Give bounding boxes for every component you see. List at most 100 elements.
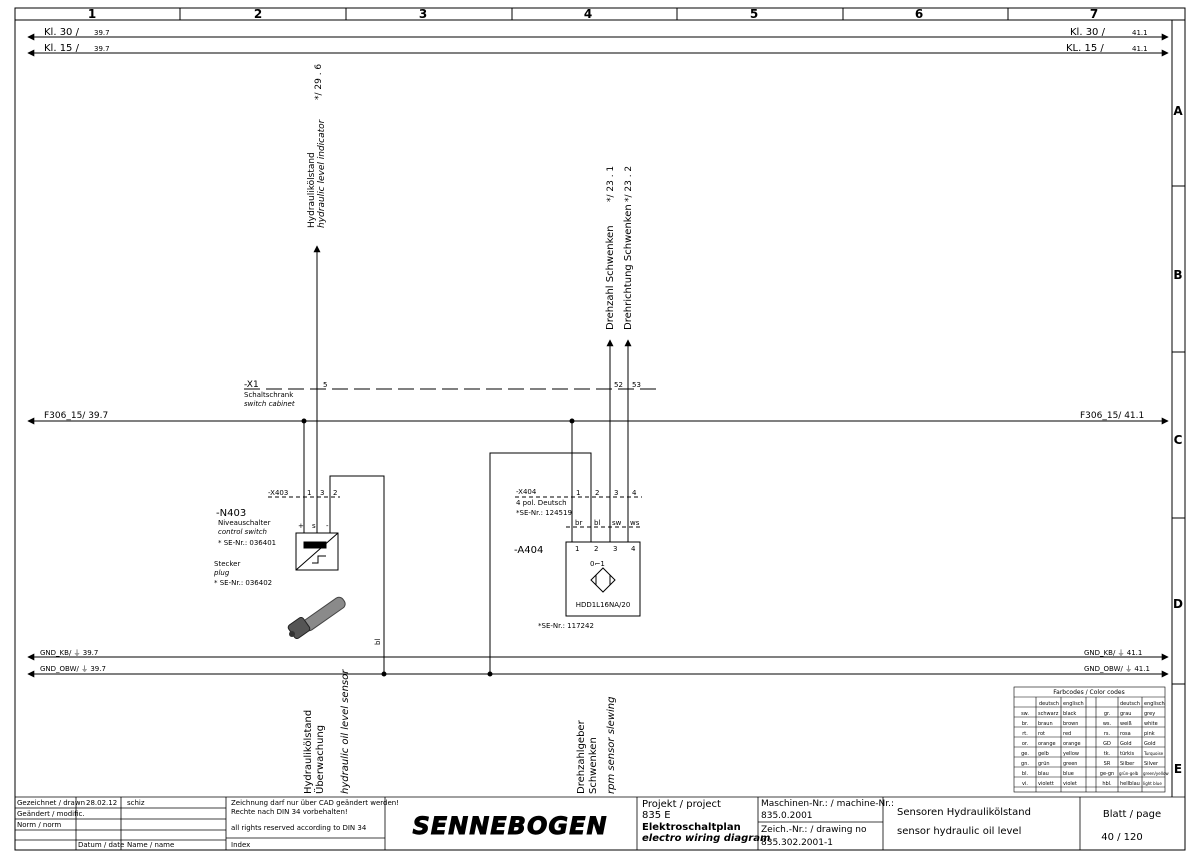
svg-text:Kl. 30 /: Kl. 30 / xyxy=(1070,27,1106,38)
svg-text:ge.: ge. xyxy=(1021,751,1029,757)
tb-project-label: Projekt / project xyxy=(642,799,721,810)
tb-drawn-label: Gezeichnet / drawn xyxy=(17,799,85,807)
svg-text:SR: SR xyxy=(1104,761,1111,767)
svg-text:GND_KB/ ⏚ 39.7: GND_KB/ ⏚ 39.7 xyxy=(40,649,98,657)
n403-wire-color: bl xyxy=(374,639,382,645)
tb-project-value: 835 E xyxy=(642,810,671,821)
svg-text:deutsch: deutsch xyxy=(1120,701,1140,707)
bottom-rpm-l3: rpm sensor slewing xyxy=(606,697,617,794)
svg-text:brown: brown xyxy=(1063,721,1078,727)
svg-text:F306_15/ 39.7: F306_15/ 39.7 xyxy=(44,411,108,421)
a404-x404-desc: 4 pol. Deutsch xyxy=(516,499,567,507)
a404-pin-bot-1: 1 xyxy=(575,545,579,553)
tb-modif-label: Geändert / modific. xyxy=(17,810,85,818)
svg-text:Silber: Silber xyxy=(1120,761,1135,767)
svg-text:switch cabinet: switch cabinet xyxy=(244,400,295,408)
svg-text:KL. 15 /: KL. 15 / xyxy=(1066,43,1104,54)
svg-text:green: green xyxy=(1063,761,1077,767)
svg-text:pink: pink xyxy=(1144,731,1155,737)
n403-pin2: 2 xyxy=(333,489,337,497)
signal-hyd-de: Hydraulikölstand xyxy=(307,152,317,228)
a404-wire-3: sw xyxy=(612,519,622,527)
tb-drawn-name: schiz xyxy=(127,799,145,807)
tb-drawing-label: Zeich.-Nr.: / drawing no xyxy=(761,825,867,835)
svg-text:br.: br. xyxy=(1022,721,1029,727)
color-codes-table xyxy=(1013,686,1166,793)
signal-hyd-ref: */ 29 . 6 xyxy=(314,64,324,100)
a404-wire-4: ws xyxy=(630,519,640,527)
svg-text:rosa: rosa xyxy=(1120,731,1131,737)
svg-text:blau: blau xyxy=(1038,771,1049,777)
svg-text:schwarz: schwarz xyxy=(1038,711,1059,717)
svg-text:sw.: sw. xyxy=(1021,711,1029,717)
n403-pin1: 1 xyxy=(307,489,311,497)
signal-lines xyxy=(313,245,632,497)
n403-pin3: 3 xyxy=(320,489,324,497)
column-label-1: 1 xyxy=(88,7,96,21)
a404-pin-bot-2: 2 xyxy=(594,545,598,553)
plug-picture xyxy=(287,596,346,640)
svg-text:tk.: tk. xyxy=(1104,751,1111,757)
svg-text:Kl. 15 /: Kl. 15 / xyxy=(44,43,80,54)
a404-pin-bot-3: 3 xyxy=(613,545,617,553)
column-label-2: 2 xyxy=(254,7,262,21)
level-switch-symbol xyxy=(295,532,339,571)
svg-text:white: white xyxy=(1144,721,1158,727)
column-label-3: 3 xyxy=(419,7,427,21)
signal-dir-de: Drehrichtung Schwenken xyxy=(623,204,634,330)
svg-text:-X1: -X1 xyxy=(244,380,259,390)
svg-text:violet: violet xyxy=(1063,781,1077,787)
svg-text:rt.: rt. xyxy=(1022,731,1028,737)
sheet-frame xyxy=(14,7,1186,851)
tb-plan-en: electro wiring diagram xyxy=(642,833,770,844)
tb-index-label: Index xyxy=(231,841,250,849)
a404-wire-2: bl xyxy=(594,519,600,527)
a404-tag: -A404 xyxy=(514,545,543,556)
svg-text:Kl. 30 /: Kl. 30 / xyxy=(44,27,80,38)
row-label-d: D xyxy=(1173,597,1183,611)
tb-drawn-date: 28.02.12 xyxy=(86,799,117,807)
svg-text:Silver: Silver xyxy=(1144,761,1159,767)
n403-plus: + xyxy=(298,522,304,530)
tb-note2: Rechte nach DIN 34 vorbehalten! xyxy=(231,808,348,816)
svg-text:GD: GD xyxy=(1103,741,1111,747)
column-label-5: 5 xyxy=(750,7,758,21)
svg-text:hbl.: hbl. xyxy=(1102,781,1112,787)
row-label-c: C xyxy=(1174,433,1183,447)
svg-text:ge-gn: ge-gn xyxy=(1100,771,1114,777)
title-block xyxy=(15,796,1185,850)
rail-gnd-kb: GND_KB/ ⏚ 39.7 GND_KB/ ⏚ 41.1 xyxy=(27,649,1169,661)
n403-tag: -N403 xyxy=(216,508,246,519)
signal-dir-ref: */ 23 . 2 xyxy=(624,166,634,202)
signal-hyd-en: hydraulic level indicator xyxy=(317,118,327,228)
n403-minus: - xyxy=(326,522,329,530)
svg-text:gr.: gr. xyxy=(1104,711,1111,717)
svg-text:rot: rot xyxy=(1038,731,1045,737)
svg-text:GND_KB/ ⏚ 41.1: GND_KB/ ⏚ 41.1 xyxy=(1084,649,1142,657)
tb-name-label: Name / name xyxy=(127,841,174,849)
n403-desc-en: control switch xyxy=(218,528,267,536)
n403-plug-en: plug xyxy=(213,569,230,577)
row-label-e: E xyxy=(1174,762,1182,776)
svg-text:52: 52 xyxy=(614,381,623,389)
tb-desc-de: Sensoren Hydraulikölstand xyxy=(897,807,1031,818)
tb-note1: Zeichnung darf nur über CAD geändert wer… xyxy=(231,799,399,807)
color-codes-text: Farbcodes / Color codes deutsch englisch… xyxy=(1021,689,1169,787)
column-label-6: 6 xyxy=(915,7,923,21)
svg-text:Schaltschrank: Schaltschrank xyxy=(244,391,294,399)
svg-text:53: 53 xyxy=(632,381,641,389)
company-logo: SENNEBOGEN xyxy=(412,812,607,840)
svg-text:gelb: gelb xyxy=(1038,751,1049,757)
rail-kl15: Kl. 15 / 39.7 KL. 15 / 41.1 xyxy=(27,43,1169,57)
tb-plan-de: Elektroschaltplan xyxy=(642,822,741,833)
a404-se: *SE-Nr.: 117242 xyxy=(538,622,594,630)
rail-kl30: Kl. 30 / 39.7 Kl. 30 / 41.1 xyxy=(27,27,1169,41)
a404-switch-symbol: 0⌐1 xyxy=(590,560,605,568)
n403-se: * SE-Nr.: 036401 xyxy=(218,539,276,547)
svg-text:yellow: yellow xyxy=(1063,751,1079,757)
tb-page-value: 40 / 120 xyxy=(1101,832,1143,843)
svg-text:41.1: 41.1 xyxy=(1132,45,1148,53)
a404-wire-1: br xyxy=(575,519,582,527)
svg-text:bl.: bl. xyxy=(1022,771,1029,777)
